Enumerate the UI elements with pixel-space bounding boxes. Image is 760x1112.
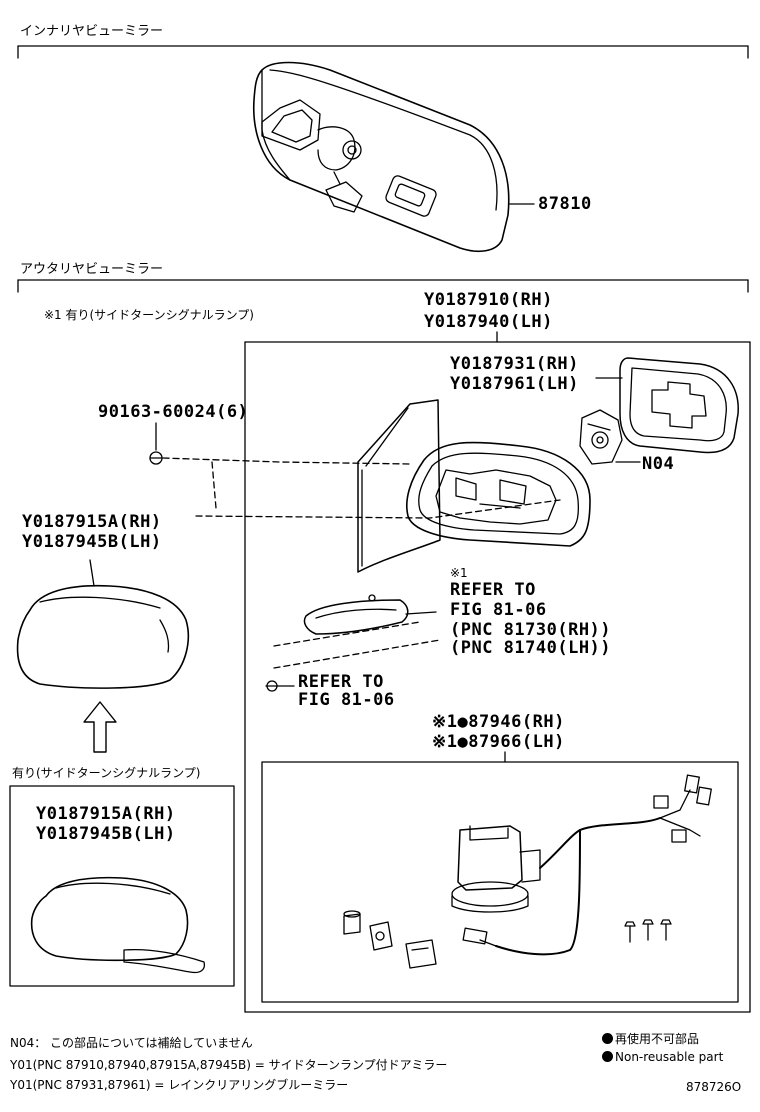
legend-non-reusable-jp-text: 再使用不可部品 bbox=[615, 1032, 700, 1046]
signal-lamp-note: ※1 有り(サイドターンシグナルランプ) bbox=[44, 308, 254, 322]
outer-mirror-frame bbox=[244, 331, 751, 1013]
mirror-cover-drawing bbox=[16, 559, 190, 689]
ref1-line3: (PNC 81730(RH)) bbox=[450, 620, 612, 640]
inner-mirror-section-title: インナリヤビューミラー bbox=[20, 24, 164, 39]
drawing-number: 878726O bbox=[686, 1080, 742, 1094]
part-number-signal-cover-rh[interactable]: Y0187915A(RH) bbox=[36, 804, 176, 824]
ref2-line1: REFER TO bbox=[298, 672, 384, 692]
part-number-cover-lh[interactable]: Y0187945B(LH) bbox=[22, 532, 162, 552]
signal-cover-box bbox=[9, 785, 235, 987]
part-number-mirror-assy-rh[interactable]: Y0187910(RH) bbox=[424, 290, 553, 310]
inner-section-bracket bbox=[17, 45, 749, 59]
part-number-mirror-assy-lh[interactable]: Y0187940(LH) bbox=[424, 312, 553, 332]
part-number-motor-rh[interactable]: ※1●87946(RH) bbox=[432, 712, 565, 732]
mirror-sub-assy-drawing bbox=[595, 357, 739, 454]
part-number-cover-rh[interactable]: Y0187915A(RH) bbox=[22, 512, 162, 532]
legend-non-reusable-jp: 再使用不可部品 bbox=[602, 1030, 699, 1047]
part-number-sub-assy-rh[interactable]: Y0187931(RH) bbox=[450, 354, 579, 374]
ref1-line1: REFER TO bbox=[450, 580, 536, 600]
legend-non-reusable-en-text: Non-reusable part bbox=[615, 1050, 724, 1064]
outer-mirror-section-title: アウタリヤビューミラー bbox=[20, 262, 164, 277]
part-number-n04[interactable]: N04 bbox=[642, 454, 675, 474]
mirror-glass-drawing bbox=[357, 399, 441, 573]
signal-box-title: 有り(サイドターンシグナルランプ) bbox=[12, 766, 201, 780]
ref1-line2[interactable]: FIG 81-06 bbox=[450, 600, 547, 620]
footer-note-n04: N04： この部品については補給していません bbox=[10, 1036, 253, 1050]
actuator-drawing bbox=[579, 409, 641, 465]
non-reusable-dot-icon bbox=[602, 1033, 613, 1044]
mirror-housing-drawing bbox=[406, 441, 591, 547]
legend-non-reusable-en: Non-reusable part bbox=[602, 1050, 723, 1064]
upward-arrow bbox=[83, 701, 117, 753]
part-number-motor-lh[interactable]: ※1●87966(LH) bbox=[432, 732, 565, 752]
turn-signal-lamp-drawing bbox=[273, 594, 441, 669]
part-number-screw[interactable]: 90163-60024(6) bbox=[98, 402, 249, 422]
motor-sub-box bbox=[261, 751, 739, 1003]
ref1-line4: (PNC 81740(LH)) bbox=[450, 638, 612, 658]
non-reusable-dot-icon-2 bbox=[602, 1051, 613, 1062]
outer-section-bracket bbox=[17, 279, 749, 293]
footer-note-y01-signal: Y01(PNC 87910,87940,87915A,87945B) = サイド… bbox=[10, 1058, 448, 1072]
ref1-mark: ※1 bbox=[450, 566, 468, 580]
footer-note-y01-rain: Y01(PNC 87931,87961) = レインクリアリングブルーミラー bbox=[10, 1078, 349, 1092]
part-number-87810[interactable]: 87810 bbox=[538, 194, 592, 214]
part-number-signal-cover-lh[interactable]: Y0187945B(LH) bbox=[36, 824, 176, 844]
part-number-sub-assy-lh[interactable]: Y0187961(LH) bbox=[450, 374, 579, 394]
inner-mirror-drawing bbox=[252, 61, 535, 253]
lamp-screw-drawing bbox=[265, 680, 295, 692]
screw-drawing bbox=[149, 422, 561, 519]
ref2-line2[interactable]: FIG 81-06 bbox=[298, 690, 395, 710]
